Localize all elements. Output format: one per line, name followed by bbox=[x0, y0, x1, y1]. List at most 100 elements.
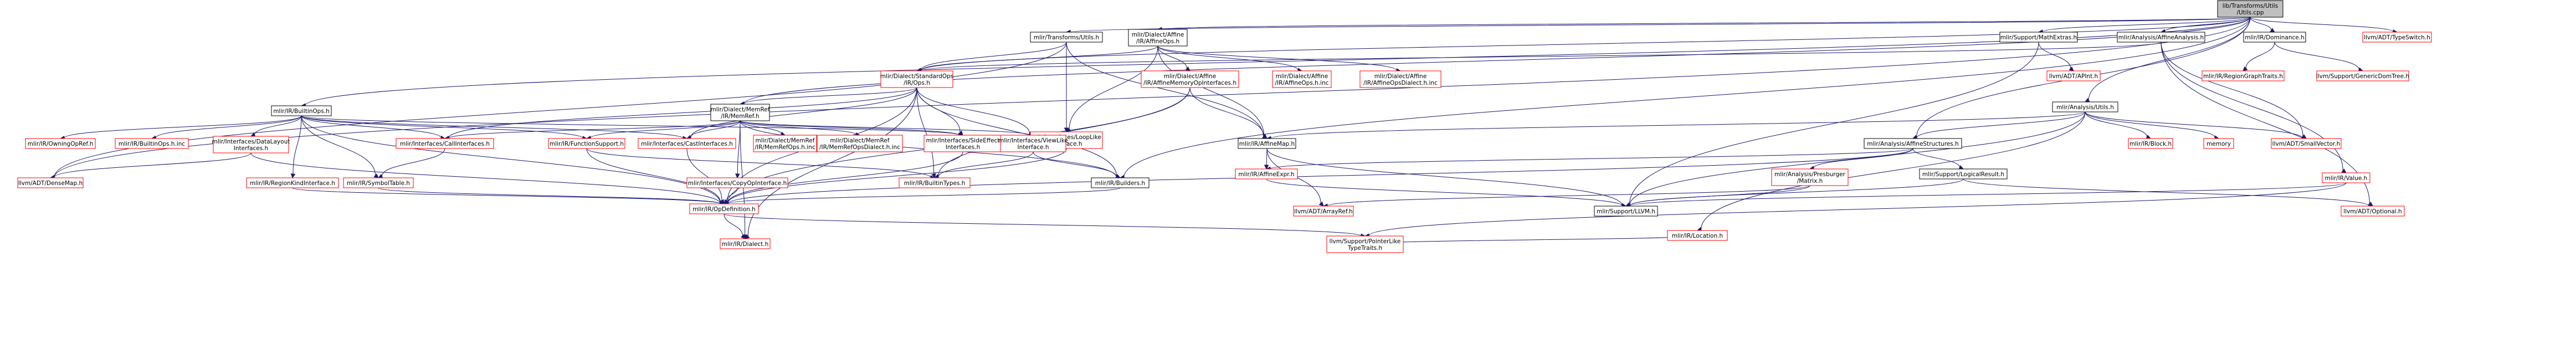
dependency-edge-affine_structures-to-presburger_matrix bbox=[1809, 148, 1913, 171]
node-memory[interactable]: memory bbox=[2203, 138, 2234, 149]
node-root: lib/Transforms/Utils/Utils.cpp bbox=[2217, 0, 2283, 18]
dependency-edge-region_kind_iface-to-op_definition bbox=[292, 187, 725, 207]
node-block[interactable]: mlir/IR/Block.h bbox=[2128, 138, 2173, 149]
node-box bbox=[1293, 206, 1354, 217]
node-box bbox=[753, 135, 817, 152]
node-box bbox=[1667, 230, 1728, 241]
node-box bbox=[2217, 0, 2283, 18]
node-ir_builders[interactable]: mlir/IR/Builders.h bbox=[1091, 177, 1150, 188]
node-affine_analysis[interactable]: mlir/Analysis/AffineAnalysis.h bbox=[2117, 32, 2205, 43]
node-box bbox=[2117, 32, 2205, 43]
node-label: mlir/Interfaces/SideEffect bbox=[926, 137, 1000, 144]
node-small_vector[interactable]: llvm/ADT/SmallVector.h bbox=[2271, 138, 2342, 149]
node-dialect[interactable]: mlir/IR/Dialect.h bbox=[720, 238, 771, 249]
node-label: mlir/IR/FunctionSupport.h bbox=[550, 141, 624, 147]
node-type_switch[interactable]: llvm/ADT/TypeSwitch.h bbox=[2362, 32, 2432, 43]
node-label: mlir/Transforms/Utils.h bbox=[1034, 34, 1099, 41]
node-box bbox=[2322, 172, 2370, 183]
node-array_ref[interactable]: llvm/ADT/ArrayRef.h bbox=[1293, 206, 1354, 217]
node-math_extras[interactable]: mlir/Support/MathExtras.h bbox=[1999, 32, 2078, 43]
node-analysis_utils[interactable]: mlir/Analysis/Utils.h bbox=[2052, 101, 2118, 112]
node-box bbox=[2316, 70, 2409, 81]
node-box bbox=[1864, 138, 1962, 149]
node-label: /IR/AffineOps.h bbox=[1136, 38, 1179, 45]
node-cast_ifaces[interactable]: mlir/Interfaces/CastInterfaces.h bbox=[638, 138, 736, 149]
node-presburger_matrix[interactable]: mlir/Analysis/Presburger/Matrix.h bbox=[1771, 168, 1849, 186]
dependency-edge-dominance-to-region_graph_traits bbox=[2243, 42, 2275, 71]
node-affine_mem_op_ifaces[interactable]: mlir/Dialect/Affine/IR/AffineMemoryOpInt… bbox=[1141, 70, 1239, 88]
node-symbol_table[interactable]: mlir/IR/SymbolTable.h bbox=[343, 177, 414, 188]
node-box bbox=[2046, 70, 2101, 81]
node-memref_dialect_inc[interactable]: mlir/Dialect/MemRef/IR/MemRefOpsDialect.… bbox=[817, 135, 903, 152]
node-label: mlir/IR/BuiltinOps.h bbox=[273, 108, 330, 115]
node-optional[interactable]: llvm/ADT/Optional.h bbox=[2341, 206, 2405, 217]
nodes-layer: lib/Transforms/Utils/Utils.cpp mlir/Trans… bbox=[17, 0, 2432, 253]
node-builtin_ops[interactable]: mlir/IR/BuiltinOps.h bbox=[271, 105, 332, 116]
node-affine_structures[interactable]: mlir/Analysis/AffineStructures.h bbox=[1864, 138, 1962, 149]
node-ir_value[interactable]: mlir/IR/Value.h bbox=[2322, 172, 2370, 183]
node-owning_op_ref[interactable]: mlir/IR/OwningOpRef.h bbox=[25, 138, 96, 149]
dependency-edge-standard_ops-to-builtin_types bbox=[916, 87, 936, 179]
node-affine_ops_h_inc[interactable]: mlir/Dialect/Affine/IR/AffineOps.h.inc bbox=[1272, 70, 1332, 88]
node-box bbox=[1999, 32, 2078, 43]
dependency-edge-analysis_utils-to-location bbox=[1696, 111, 2086, 232]
dependency-edge-ir_builders-to-op_definition bbox=[723, 187, 1121, 207]
node-box bbox=[2052, 101, 2118, 112]
node-apint[interactable]: llvm/ADT/APInt.h bbox=[2046, 70, 2101, 81]
node-box bbox=[2128, 138, 2173, 149]
node-generic_dom_tree[interactable]: llvm/Support/GenericDomTree.h bbox=[2316, 70, 2409, 81]
node-box bbox=[880, 70, 953, 88]
node-label: TypeTraits.h bbox=[1347, 245, 1382, 252]
node-region_graph_traits[interactable]: mlir/IR/RegionGraphTraits.h bbox=[2202, 70, 2285, 81]
node-box bbox=[1359, 70, 1441, 88]
node-op_definition[interactable]: mlir/IR/OpDefinition.h bbox=[689, 203, 759, 214]
node-label: mlir/IR/BuiltinOps.h.inc bbox=[119, 141, 186, 147]
node-builtin_ops_inc[interactable]: mlir/IR/BuiltinOps.h.inc bbox=[115, 138, 189, 149]
node-support_llvm[interactable]: mlir/Support/LLVM.h bbox=[1594, 206, 1658, 217]
node-call_ifaces[interactable]: mlir/Interfaces/CallInterfaces.h bbox=[396, 138, 494, 149]
dependency-edge-data_layout_ifaces-to-dense_map bbox=[49, 152, 252, 180]
node-affine_expr[interactable]: mlir/IR/AffineExpr.h bbox=[1235, 168, 1298, 180]
dependency-edge-affine_ops-to-standard_ops bbox=[916, 45, 1158, 73]
node-memref_ops_inc[interactable]: mlir/Dialect/MemRef/IR/MemRefOps.h.inc bbox=[753, 135, 817, 152]
node-box bbox=[271, 105, 332, 116]
dependency-edge-memref-to-function_support bbox=[586, 120, 741, 141]
node-copy_op_iface[interactable]: mlir/Interfaces/CopyOpInterface.h bbox=[686, 177, 788, 188]
node-label: mlir/Dialect/Affine bbox=[1374, 73, 1427, 80]
node-logical_result[interactable]: mlir/Support/LogicalResult.h bbox=[1919, 168, 2008, 180]
node-box bbox=[396, 138, 494, 149]
node-location[interactable]: mlir/IR/Location.h bbox=[1667, 230, 1728, 241]
node-standard_ops[interactable]: mlir/Dialect/StandardOps/IR/Ops.h bbox=[880, 70, 953, 88]
node-region_kind_iface[interactable]: mlir/IR/RegionKindInterface.h bbox=[246, 177, 339, 188]
node-function_support[interactable]: mlir/IR/FunctionSupport.h bbox=[548, 138, 625, 149]
node-label: mlir/IR/Value.h bbox=[2325, 175, 2368, 182]
node-label: llvm/ADT/Optional.h bbox=[2343, 208, 2401, 215]
node-box bbox=[686, 177, 788, 188]
node-dense_map[interactable]: llvm/ADT/DenseMap.h bbox=[17, 177, 84, 188]
node-affine_ops[interactable]: mlir/Dialect/Affine/IR/AffineOps.h bbox=[1128, 29, 1188, 47]
node-label: mlir/IR/Dominance.h bbox=[2245, 34, 2304, 41]
dependency-edge-loop_like_iface-to-op_definition bbox=[723, 148, 1067, 206]
node-label: mlir/Interfaces/CopyOpInterface.h bbox=[688, 180, 787, 187]
node-box bbox=[2243, 32, 2306, 43]
node-affine_ops_dialect_inc[interactable]: mlir/Dialect/Affine/IR/AffineOpsDialect.… bbox=[1359, 70, 1441, 88]
node-dominance[interactable]: mlir/IR/Dominance.h bbox=[2243, 32, 2306, 43]
node-builtin_types[interactable]: mlir/IR/BuiltinTypes.h bbox=[899, 177, 971, 188]
dependency-edge-presburger_matrix-to-support_llvm bbox=[1625, 185, 1810, 208]
node-box bbox=[1235, 168, 1298, 180]
node-label: mlir/Interfaces/DataLayout bbox=[212, 139, 290, 145]
node-box bbox=[2202, 70, 2285, 81]
node-box bbox=[246, 177, 339, 188]
dependency-edge-builtin_ops-to-op_definition bbox=[301, 115, 725, 206]
node-transforms_utils[interactable]: mlir/Transforms/Utils.h bbox=[1030, 32, 1103, 43]
node-affine_map[interactable]: mlir/IR/AffineMap.h bbox=[1238, 138, 1296, 149]
node-box bbox=[548, 138, 625, 149]
dependency-edge-transforms_utils-to-affine_map bbox=[1066, 42, 1268, 139]
node-box bbox=[25, 138, 96, 149]
node-memref[interactable]: mlir/Dialect/MemRef/IR/MemRef.h bbox=[710, 104, 770, 121]
node-label: mlir/IR/AffineMap.h bbox=[1239, 141, 1295, 147]
